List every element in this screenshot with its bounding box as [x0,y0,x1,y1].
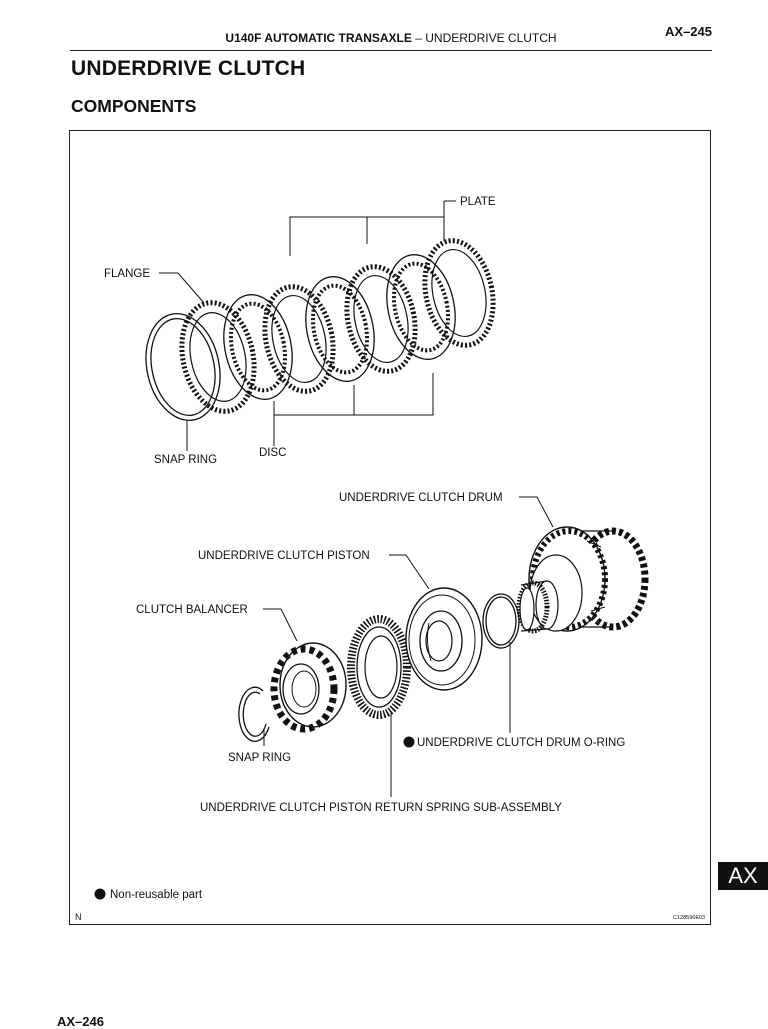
clutch-drum-part [516,526,649,634]
exploded-diagram: PLATE FLANGE SNAP RING DISC UNDERDRIVE C… [75,196,705,922]
piston-part [405,587,483,691]
figure-code: C128596E03 [673,915,705,921]
o-ring-part [482,593,520,649]
label-clutch-balancer: CLUTCH BALANCER [136,604,248,616]
next-page-number: AX–246 [57,1014,104,1029]
leader-lines-bottom [263,496,554,797]
clutch-pack-rings [179,238,496,414]
section-tab: AX [718,862,768,890]
snap-ring-top-part [145,313,221,421]
legend-text: Non-reusable part [110,889,203,901]
label-return-spring: UNDERDRIVE CLUTCH PISTON RETURN SPRING S… [200,802,562,814]
page-number: AX–245 [665,24,712,39]
label-disc: DISC [259,447,286,459]
non-reusable-marker-icon [403,736,415,748]
label-snap-ring-bottom: SNAP RING [228,752,291,764]
label-clutch-piston: UNDERDRIVE CLUTCH PISTON [198,550,370,562]
snap-ring-bottom-part [238,686,270,742]
header-section-title: U140F AUTOMATIC TRANSAXLE – UNDERDRIVE C… [70,31,712,45]
return-spring-part [347,615,411,719]
clutch-balancer-part [270,642,347,733]
leader-lines-top [159,200,456,451]
page-title: UNDERDRIVE CLUTCH [71,57,306,80]
label-plate: PLATE [460,196,496,208]
components-figure: PLATE FLANGE SNAP RING DISC UNDERDRIVE C… [69,130,711,925]
label-o-ring: UNDERDRIVE CLUTCH DRUM O-RING [417,737,625,749]
page-header: U140F AUTOMATIC TRANSAXLE – UNDERDRIVE C… [70,22,712,51]
label-clutch-drum: UNDERDRIVE CLUTCH DRUM [339,492,503,504]
orientation-mark: N [75,912,82,922]
page-subtitle: COMPONENTS [71,96,197,116]
header-section-bold: U140F AUTOMATIC TRANSAXLE [225,31,412,45]
header-section-sub: UNDERDRIVE CLUTCH [425,31,557,45]
legend-marker-icon [94,888,106,900]
header-separator: – [415,31,422,45]
label-snap-ring-top: SNAP RING [154,454,217,466]
label-flange: FLANGE [104,268,150,280]
